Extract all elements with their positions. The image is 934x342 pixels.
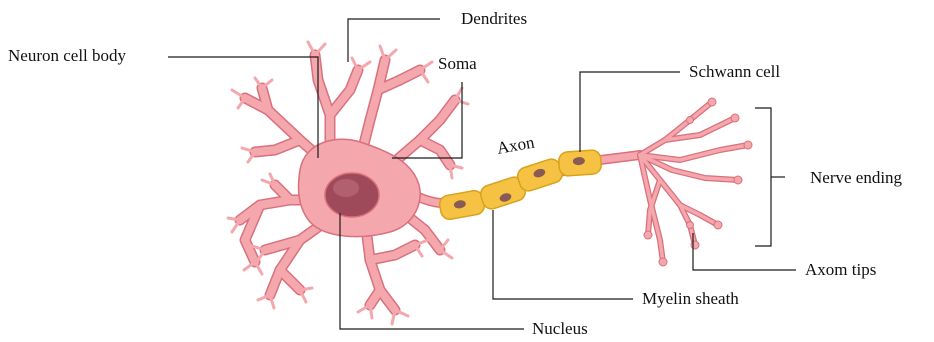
schwann-segment <box>515 157 564 193</box>
label-myelin-sheath: Myelin sheath <box>642 290 739 307</box>
leader-myelin-sheath <box>493 210 633 299</box>
nucleus-shape <box>325 173 379 217</box>
leader-axom-tips <box>693 233 796 270</box>
label-axom-tips: Axom tips <box>805 261 876 278</box>
nerve-ending-branches <box>640 102 748 262</box>
schwann-segment <box>558 150 602 177</box>
label-schwann-cell: Schwann cell <box>689 63 780 80</box>
label-nucleus: Nucleus <box>532 320 588 337</box>
label-soma: Soma <box>438 55 477 72</box>
label-neuron-cell-body: Neuron cell body <box>8 47 126 64</box>
label-dendrites: Dendrites <box>461 10 527 27</box>
leader-dendrites <box>348 19 440 62</box>
leader-nerve-ending-bracket <box>755 108 771 246</box>
myelin-segments <box>438 150 602 221</box>
schwann-segment <box>438 189 485 220</box>
label-nerve-ending: Nerve ending <box>810 169 902 186</box>
